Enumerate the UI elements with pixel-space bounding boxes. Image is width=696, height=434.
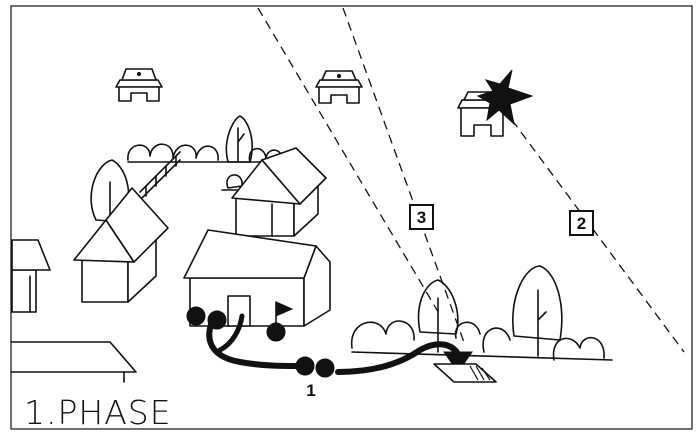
house-left xyxy=(73,187,169,303)
foreground-tree-row xyxy=(351,265,613,361)
route-marker-label: 1 xyxy=(306,381,315,400)
fence xyxy=(139,151,181,201)
firing-line-label-3: 3 xyxy=(409,204,434,230)
svg-text:3: 3 xyxy=(417,208,426,227)
svg-text:2: 2 xyxy=(577,214,586,233)
firing-line-label-2: 2 xyxy=(569,210,594,236)
bunker-center xyxy=(315,70,363,104)
line-of-fire-3 xyxy=(342,7,466,346)
explosion-icon xyxy=(476,69,534,126)
phase-caption: 1.PHASE xyxy=(24,393,172,432)
shed-left xyxy=(11,239,51,313)
bunker-left xyxy=(115,68,163,102)
firing-position-icon xyxy=(433,363,497,383)
house-main xyxy=(183,229,331,327)
movement-route xyxy=(206,311,473,375)
flag-icon xyxy=(275,301,294,333)
background-tree-row xyxy=(127,115,291,163)
house-upper-right xyxy=(231,147,327,237)
diagram-frame xyxy=(10,5,693,430)
line-of-fire-2 xyxy=(511,119,685,353)
unit-markers-route xyxy=(295,356,335,378)
roof-outline-bottom-left xyxy=(11,341,137,383)
